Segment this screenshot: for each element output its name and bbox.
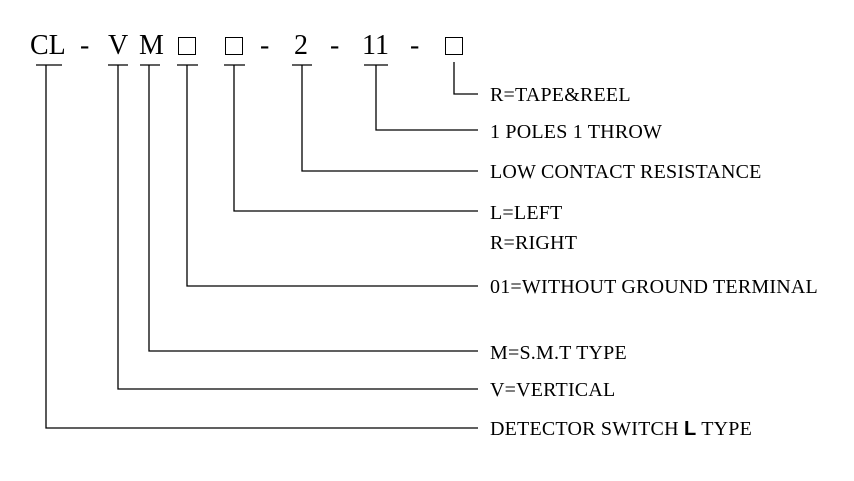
leader-ground — [186, 65, 478, 287]
code-v: V — [108, 30, 129, 61]
leader-low-contact — [301, 65, 478, 172]
code-11: 11 — [362, 30, 389, 61]
code-dash-1: - — [80, 30, 90, 61]
desc-smt: M=S.M.T TYPE — [490, 342, 627, 364]
code-dash-3: - — [330, 30, 340, 61]
desc-ground: 01=WITHOUT GROUND TERMINAL — [490, 276, 818, 298]
leader-left-right — [233, 65, 478, 212]
code-2: 2 — [294, 30, 308, 61]
leader-tape-reel — [453, 62, 478, 95]
code-box-packaging — [445, 37, 463, 55]
desc-detector: DETECTOR SWITCH L TYPE — [490, 418, 752, 440]
desc-detector-prefix: DETECTOR SWITCH — [490, 418, 684, 440]
leader-poles-throw — [375, 65, 478, 131]
leader-vertical — [117, 65, 478, 390]
desc-vertical: V=VERTICAL — [490, 379, 616, 401]
desc-poles-throw: 1 POLES 1 THROW — [490, 121, 663, 143]
code-cl: CL — [30, 30, 66, 61]
code-dash-4: - — [410, 30, 420, 61]
code-box-ground — [178, 37, 196, 55]
code-m: M — [139, 30, 164, 61]
desc-detector-l: L — [683, 418, 697, 440]
desc-tape-reel: R=TAPE&REEL — [490, 84, 631, 106]
desc-right: R=RIGHT — [490, 232, 578, 254]
desc-left: L=LEFT — [490, 202, 563, 224]
leader-detector — [45, 65, 478, 429]
desc-low-contact: LOW CONTACT RESISTANCE — [490, 161, 762, 183]
leader-smt — [148, 65, 478, 352]
code-box-direction — [225, 37, 243, 55]
desc-detector-suffix: TYPE — [696, 418, 752, 440]
code-dash-2: - — [260, 30, 270, 61]
